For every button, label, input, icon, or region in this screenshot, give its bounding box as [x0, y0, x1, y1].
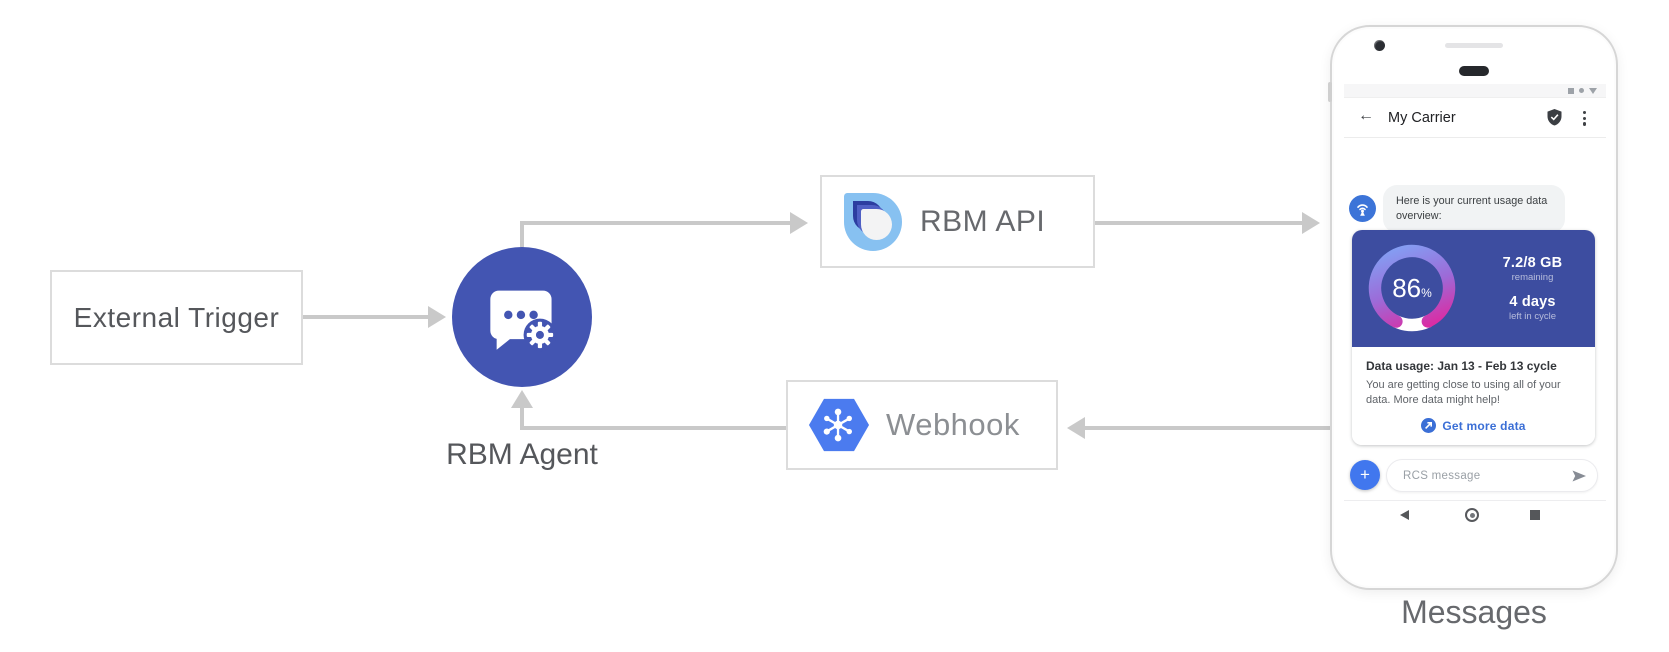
status-bar [1344, 84, 1606, 98]
connector-webhook-agent [520, 426, 786, 430]
front-camera [1374, 40, 1385, 51]
speaker-slot [1445, 43, 1503, 48]
rbm-api-label: RBM API [920, 204, 1046, 238]
get-data-icon [1421, 418, 1437, 434]
connector-webhook-agent-vertical [520, 408, 524, 430]
status-dot-icon [1579, 88, 1584, 93]
gauge-percent-unit: % [1421, 286, 1432, 300]
send-icon[interactable] [1571, 468, 1587, 489]
rcs-message-input[interactable] [1403, 460, 1553, 491]
connector-phone-webhook [1085, 426, 1330, 430]
get-more-data-label: Get more data [1442, 418, 1526, 433]
arrowhead-agent-api [790, 212, 808, 234]
data-remaining-value: 7.2/8 GB [1502, 255, 1563, 271]
earpiece [1459, 66, 1489, 76]
arrowhead-api-phone [1302, 212, 1320, 234]
status-square-icon [1568, 87, 1574, 94]
broadcast-icon [1357, 204, 1368, 216]
webhook-label: Webhook [886, 407, 1020, 442]
usage-card: 86% 7.2/8 GB remaining 4 days left in cy… [1352, 230, 1595, 446]
android-nav-bar [1344, 500, 1606, 529]
svg-text:86%: 86% [1392, 273, 1432, 303]
data-remaining-caption: remaining [1511, 272, 1554, 283]
external-trigger-label: External Trigger [73, 301, 280, 333]
phone-caption: Messages [1401, 594, 1547, 630]
arrowhead-webhook-agent [511, 390, 533, 408]
usage-gauge: 86% [1368, 244, 1456, 332]
app-bar: ← My Carrier [1344, 98, 1606, 138]
days-left-value: 4 days [1509, 294, 1556, 310]
arrowhead-trigger-agent [428, 306, 446, 328]
usage-card-details: Data usage: Jan 13 - Feb 13 cycle You ar… [1352, 347, 1595, 446]
phone-screen: ← My Carrier Here is your c [1344, 84, 1606, 529]
attach-plus-button[interactable]: + [1350, 460, 1380, 490]
phone-mockup: ← My Carrier Here is your c [1328, 25, 1618, 590]
overflow-menu-icon[interactable] [1581, 109, 1588, 128]
external-trigger-node: External Trigger [50, 270, 303, 365]
conversation-title: My Carrier [1388, 110, 1456, 126]
nav-recents-icon[interactable] [1530, 510, 1540, 520]
connector-api-phone [1095, 221, 1302, 225]
message-composer [1386, 459, 1598, 492]
days-left-caption: left in cycle [1509, 311, 1556, 322]
status-triangle-icon [1589, 87, 1597, 94]
rbm-agent-node [452, 247, 592, 387]
connector-agent-api-vertical [520, 223, 524, 249]
webhook-node: Webhook [786, 380, 1058, 470]
rbm-agent-label: RBM Agent [446, 438, 598, 471]
usage-card-body: You are getting close to using all of yo… [1366, 379, 1561, 407]
usage-card-title: Data usage: Jan 13 - Feb 13 cycle [1366, 359, 1557, 373]
nav-home-icon[interactable] [1465, 508, 1479, 522]
connector-trigger-agent [303, 315, 429, 319]
usage-card-gauge-panel: 86% 7.2/8 GB remaining 4 days left in cy… [1352, 230, 1595, 347]
nav-back-icon[interactable] [1400, 510, 1409, 520]
agent-avatar [1349, 195, 1376, 222]
get-more-data-button[interactable]: Get more data [1366, 418, 1581, 434]
gauge-percent-value: 86 [1392, 273, 1421, 303]
rbm-api-node: RBM API [820, 175, 1095, 268]
rbm-api-logo-icon [844, 192, 902, 251]
back-arrow-icon[interactable]: ← [1358, 107, 1374, 124]
side-button [1328, 82, 1332, 102]
verified-shield-icon [1547, 109, 1562, 131]
arrowhead-phone-webhook [1067, 417, 1085, 439]
chat-gear-icon [490, 290, 557, 352]
agent-message-bubble: Here is your current usage data overview… [1383, 185, 1565, 234]
connector-agent-api [520, 221, 792, 225]
cloud-hexagon-icon [808, 397, 870, 453]
